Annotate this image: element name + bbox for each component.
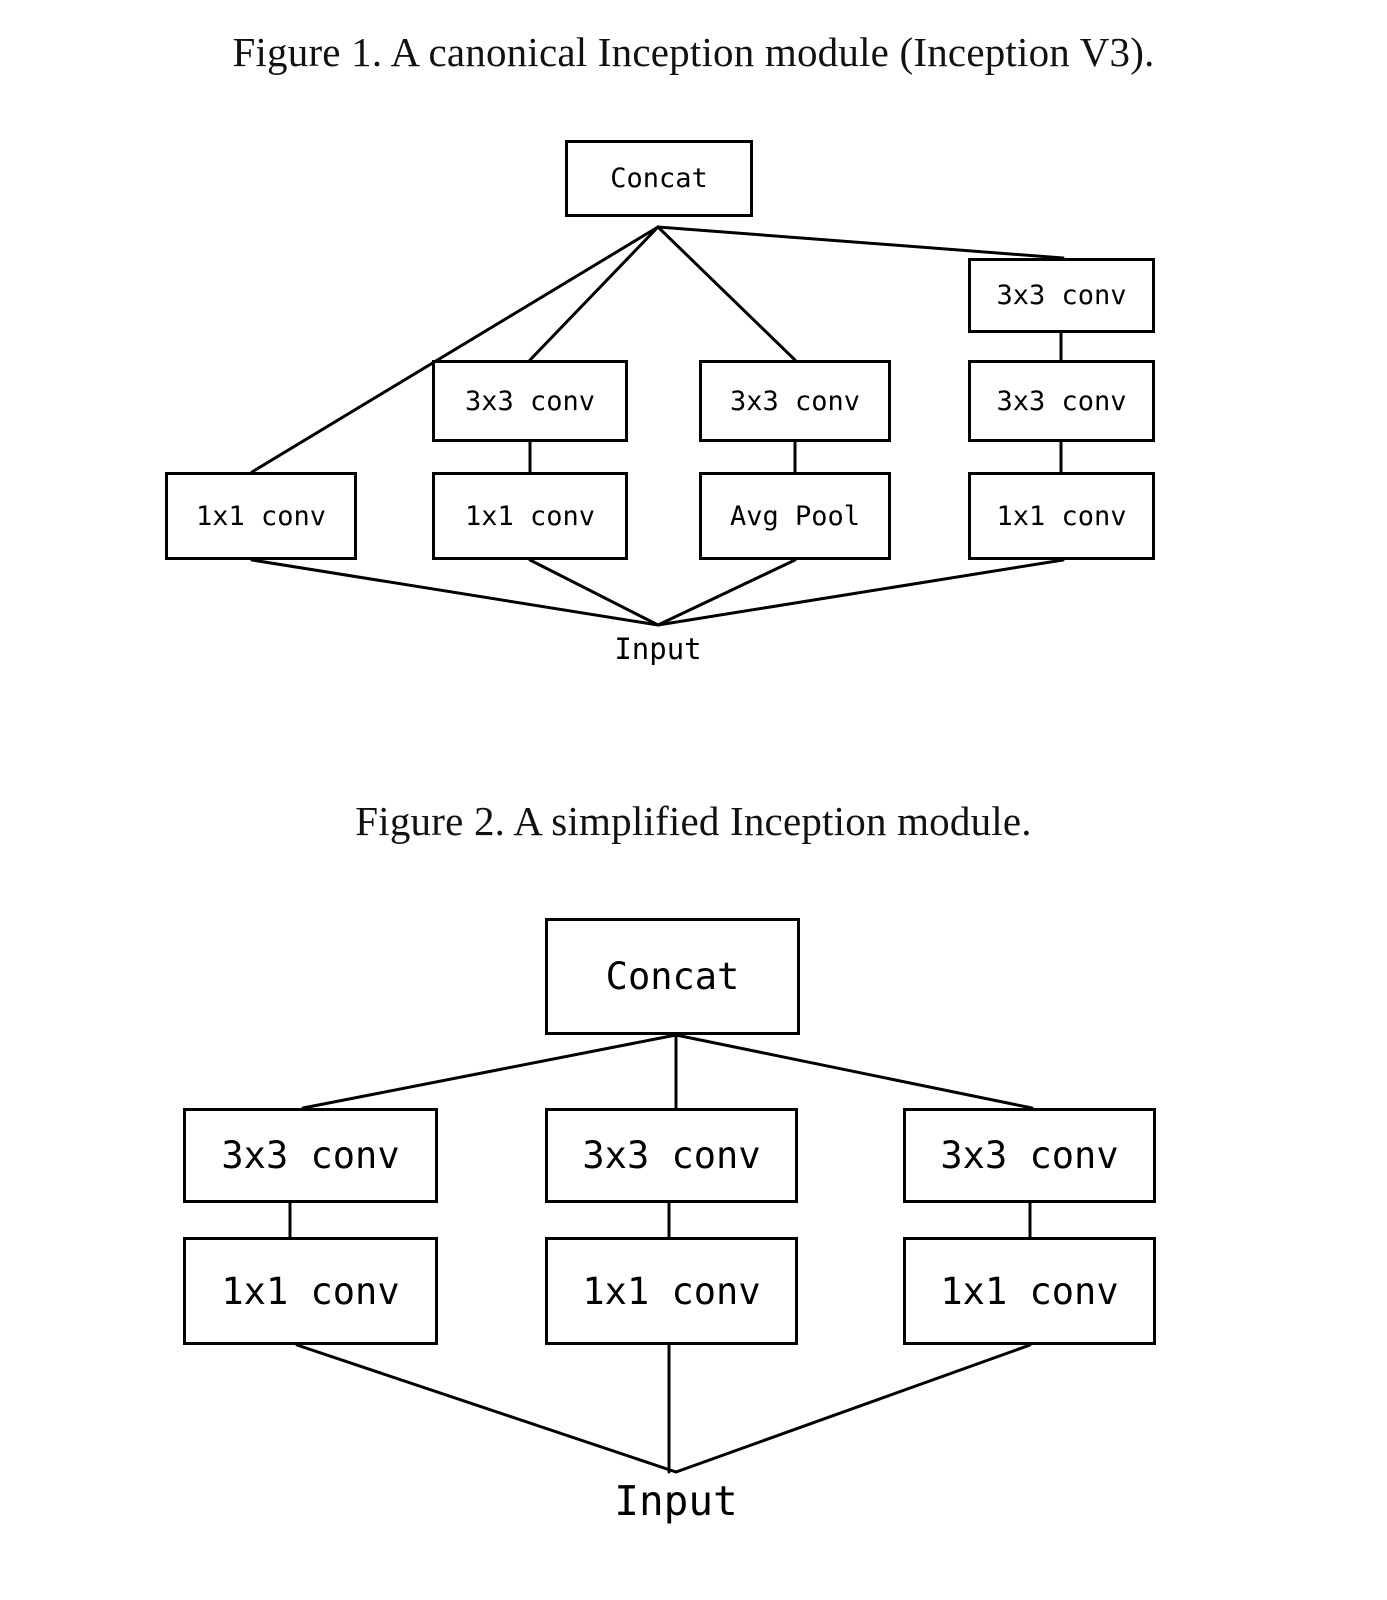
fig2-node-branch1-bottom-1x1-conv[interactable]: 1x1 conv bbox=[183, 1237, 438, 1345]
fig2-node-concat[interactable]: Concat bbox=[545, 918, 800, 1035]
fig1-node-branch3-top-3x3-conv[interactable]: 3x3 conv bbox=[699, 360, 891, 442]
fig2-input-label: Input bbox=[614, 1477, 738, 1525]
fig2-node-branch2-top-3x3-conv[interactable]: 3x3 conv bbox=[545, 1108, 798, 1203]
fig1-node-branch2-bottom-1x1-conv[interactable]: 1x1 conv bbox=[432, 472, 628, 560]
figure-2-caption: Figure 2. A simplified Inception module. bbox=[355, 798, 1032, 844]
fig1-node-concat[interactable]: Concat bbox=[565, 140, 753, 217]
edge-concat-to-branch1 bbox=[301, 1033, 678, 1110]
fig2-node-branch1-top-3x3-conv[interactable]: 3x3 conv bbox=[183, 1108, 438, 1203]
fig1-node-branch4-mid-3x3-conv[interactable]: 3x3 conv bbox=[968, 360, 1155, 442]
edge-branch3-to-input bbox=[674, 1343, 1032, 1474]
figure-1-diagram: Concat 3x3 conv 3x3 conv 1x1 conv 3x3 co… bbox=[0, 120, 1387, 690]
fig2-node-branch3-bottom-1x1-conv[interactable]: 1x1 conv bbox=[903, 1237, 1156, 1345]
figure-2-diagram: Concat 3x3 conv 1x1 conv 3x3 conv 1x1 co… bbox=[0, 880, 1387, 1525]
edge-branch4-to-input bbox=[656, 558, 1065, 627]
fig1-node-branch2-top-3x3-conv[interactable]: 3x3 conv bbox=[432, 360, 628, 442]
edge-concat-to-branch4 bbox=[656, 225, 1065, 260]
figure-2-edges bbox=[288, 1033, 1034, 1474]
edge-concat-to-branch1 bbox=[250, 225, 660, 474]
edge-concat-to-branch2 bbox=[528, 225, 660, 362]
edge-branch3-to-input bbox=[656, 558, 797, 627]
edge-branch1-to-input bbox=[295, 1343, 678, 1474]
edge-concat-to-branch3 bbox=[656, 225, 797, 362]
fig1-node-branch1-1x1-conv[interactable]: 1x1 conv bbox=[165, 472, 357, 560]
edge-branch2-to-input bbox=[528, 558, 660, 627]
fig2-node-branch3-top-3x3-conv[interactable]: 3x3 conv bbox=[903, 1108, 1156, 1203]
fig2-node-branch2-bottom-1x1-conv[interactable]: 1x1 conv bbox=[545, 1237, 798, 1345]
figure-1-caption: Figure 1. A canonical Inception module (… bbox=[232, 29, 1155, 75]
fig1-node-branch4-top-3x3-conv[interactable]: 3x3 conv bbox=[968, 258, 1155, 333]
fig1-input-label: Input bbox=[614, 632, 702, 666]
edge-branch1-to-input bbox=[250, 558, 660, 627]
edge-concat-to-branch3 bbox=[674, 1033, 1034, 1110]
fig1-node-branch4-bottom-1x1-conv[interactable]: 1x1 conv bbox=[968, 472, 1155, 560]
fig1-node-branch3-bottom-avg-pool[interactable]: Avg Pool bbox=[699, 472, 891, 560]
figure-1-edges bbox=[250, 225, 1065, 627]
